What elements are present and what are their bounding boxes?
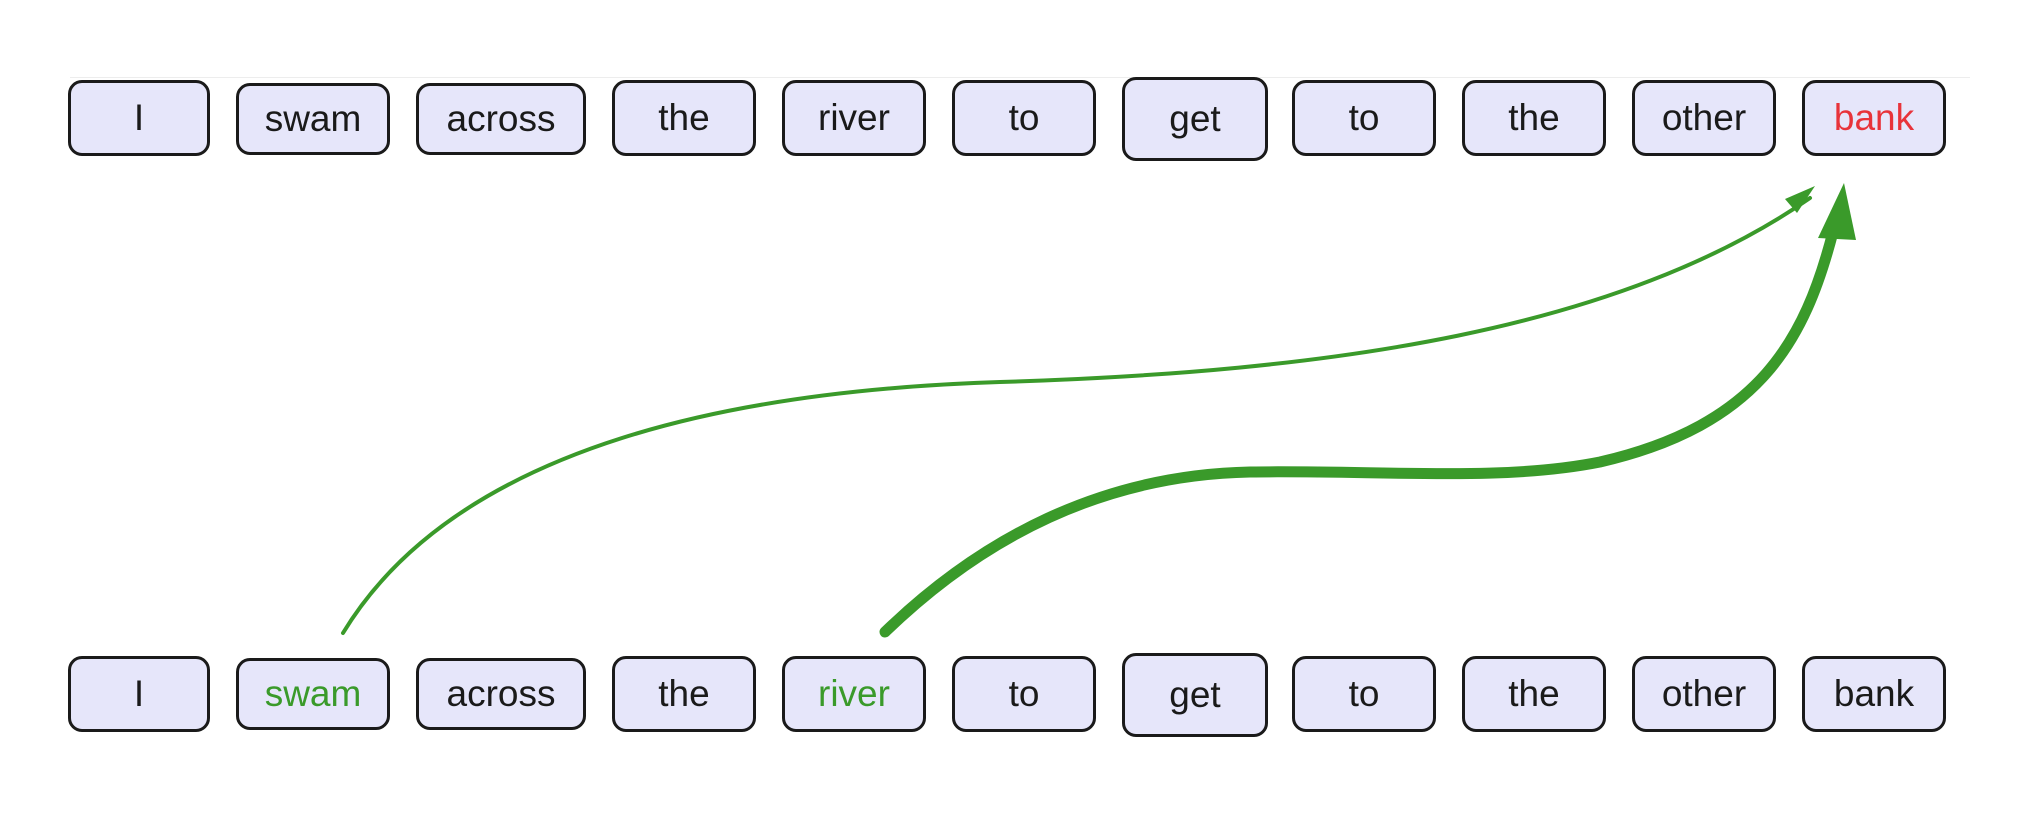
query-token-swam: swam — [236, 83, 390, 155]
key-token-bank: bank — [1802, 656, 1946, 732]
key-token-swam: swam — [236, 658, 390, 730]
query-token-the-1: the — [612, 80, 756, 156]
query-token-get: get — [1122, 77, 1268, 161]
key-token-to-1: to — [952, 656, 1096, 732]
key-token-the-2: the — [1462, 656, 1606, 732]
query-token-the-2: the — [1462, 80, 1606, 156]
key-token-to-2: to — [1292, 656, 1436, 732]
key-token-across: across — [416, 658, 586, 730]
key-token-i: I — [68, 656, 210, 732]
query-token-i: I — [68, 80, 210, 156]
query-token-bank: bank — [1802, 80, 1946, 156]
attention-arrow-river-to-bank — [879, 226, 1839, 638]
top-divider-line — [70, 77, 1970, 78]
query-token-to-2: to — [1292, 80, 1436, 156]
key-token-other: other — [1632, 656, 1776, 732]
query-token-to-1: to — [952, 80, 1096, 156]
query-token-river: river — [782, 80, 926, 156]
key-token-river: river — [782, 656, 926, 732]
attention-arrow-swam-to-bank — [341, 196, 1812, 635]
query-token-other: other — [1632, 80, 1776, 156]
key-token-the-1: the — [612, 656, 756, 732]
arrowhead-thick-icon — [1818, 183, 1856, 240]
arrowhead-thin-icon — [1785, 186, 1815, 213]
key-token-get: get — [1122, 653, 1268, 737]
query-token-across: across — [416, 83, 586, 155]
